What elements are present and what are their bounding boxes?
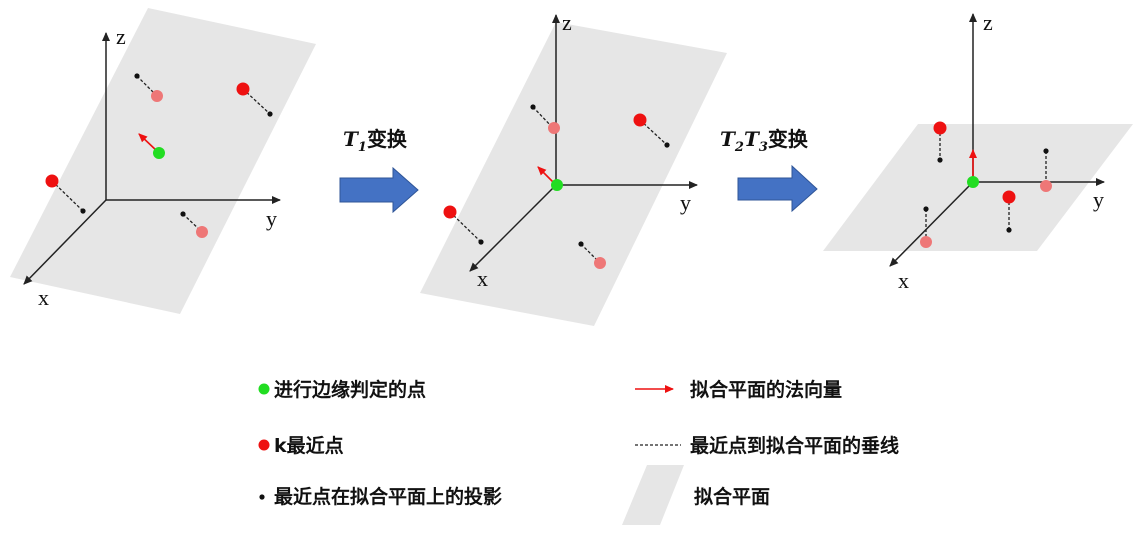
fitted-plane xyxy=(823,124,1133,251)
legend-perpendicular-label: 最近点到拟合平面的垂线 xyxy=(690,434,899,457)
x-axis-label: x xyxy=(898,268,909,293)
transform-arrow xyxy=(737,164,818,213)
neighbor-point-projected xyxy=(1040,180,1052,192)
legend-plane-swatch xyxy=(622,465,684,525)
projection-point xyxy=(267,111,273,117)
fitted-plane xyxy=(420,22,727,326)
legend-projection-label: 最近点在拟合平面上的投影 xyxy=(274,485,502,508)
x-axis-label: x xyxy=(477,266,488,291)
neighbor-point-projected xyxy=(548,122,560,134)
projection-point xyxy=(180,211,186,217)
transform-step-2: T2T3变换 xyxy=(720,127,818,213)
legend-edge-point-label: 进行边缘判定的点 xyxy=(274,378,426,401)
z-axis-label: z xyxy=(562,10,572,35)
neighbor-point-projected xyxy=(920,236,932,248)
legend-green-marker xyxy=(258,383,270,395)
step-1-label: T1变换 xyxy=(343,127,408,155)
neighbor-point-projected xyxy=(594,257,606,269)
projection-point xyxy=(530,104,536,110)
panel-after-t2t3: z y x xyxy=(823,10,1133,293)
projection-point xyxy=(664,142,670,148)
x-axis xyxy=(469,184,557,272)
neighbor-point-projected xyxy=(196,226,208,238)
projection-point xyxy=(80,208,86,214)
edge-test-point xyxy=(153,147,165,159)
neighbor-point-projected xyxy=(151,90,163,102)
step-2-label: T2T3变换 xyxy=(720,127,809,155)
projection-point xyxy=(1043,148,1049,154)
y-axis-label: y xyxy=(1093,187,1104,212)
neighbor-point xyxy=(1002,190,1016,204)
neighbor-point xyxy=(933,121,947,135)
neighbor-point xyxy=(45,174,59,188)
y-axis-label: y xyxy=(266,206,277,231)
transform-step-1: T1变换 xyxy=(339,127,419,214)
projection-point xyxy=(1006,227,1012,233)
fitted-plane xyxy=(10,8,316,314)
projection-point xyxy=(478,239,484,245)
neighbor-point xyxy=(236,82,250,96)
projection-point xyxy=(578,241,584,247)
x-axis-label: x xyxy=(38,285,49,310)
legend-black-marker xyxy=(259,494,265,500)
legend: 进行边缘判定的点 k最近点 最近点在拟合平面上的投影 拟合平面的法向量 最近点到… xyxy=(258,378,899,525)
x-axis xyxy=(889,181,974,267)
projection-point xyxy=(134,73,140,79)
legend-knn-point-label: k最近点 xyxy=(274,435,344,457)
perpendicular-line xyxy=(51,180,84,212)
x-axis xyxy=(23,199,107,285)
legend-red-marker xyxy=(258,439,270,451)
z-axis-label: z xyxy=(116,24,126,49)
legend-normal-label: 拟合平面的法向量 xyxy=(690,378,842,401)
transform-arrow xyxy=(339,166,419,214)
y-axis-label: y xyxy=(680,190,691,215)
edge-test-point xyxy=(551,179,563,191)
normal-vector xyxy=(537,166,556,185)
projection-point xyxy=(937,157,943,163)
projection-point xyxy=(923,206,929,212)
neighbor-point xyxy=(443,205,457,219)
legend-plane-label: 拟合平面 xyxy=(694,485,770,508)
z-axis-label: z xyxy=(983,10,993,35)
panel-after-t1: z y x xyxy=(420,10,727,326)
perpendicular-line xyxy=(449,211,482,243)
panel-original: z y x xyxy=(10,8,316,314)
neighbor-point xyxy=(633,113,647,127)
edge-test-point xyxy=(967,176,979,188)
